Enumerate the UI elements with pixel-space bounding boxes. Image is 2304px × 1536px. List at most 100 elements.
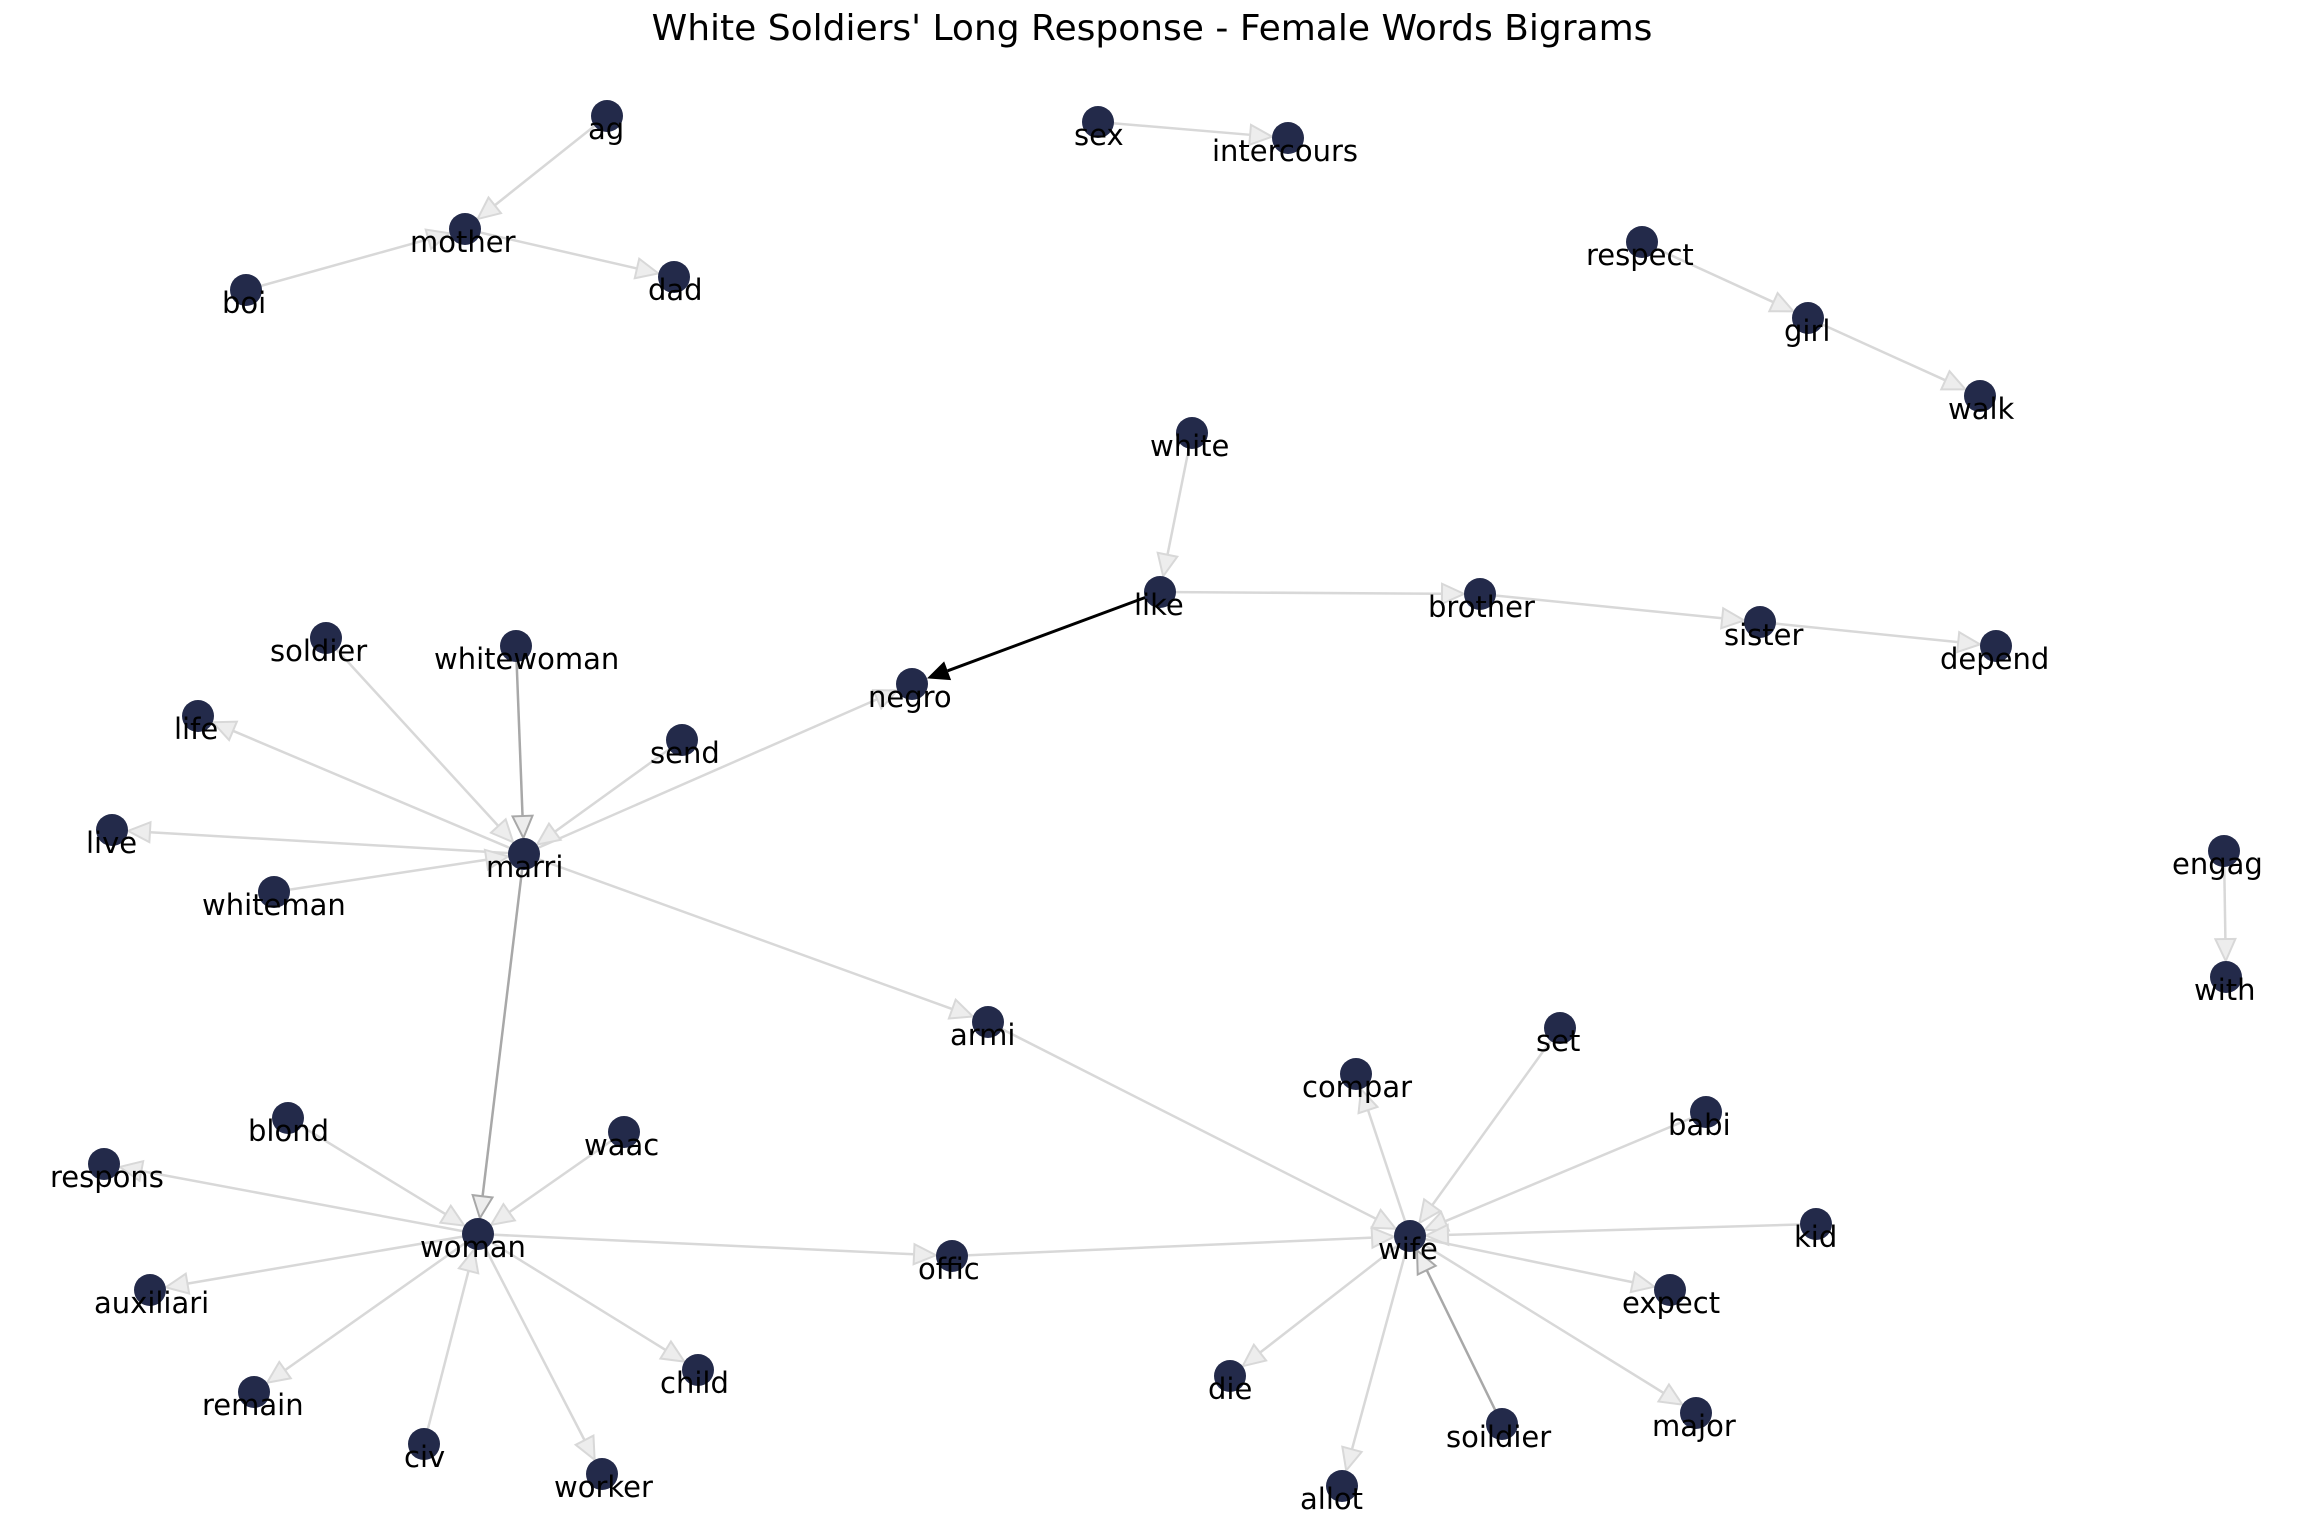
edge-like-brother	[1159, 590, 1443, 596]
node-label-kid: kid	[1794, 1220, 1837, 1254]
arrowhead-soildier-wife	[1415, 1248, 1438, 1277]
node-soldier	[310, 622, 342, 654]
edge-wife-major	[1409, 1234, 1665, 1395]
node-label-babi: babi	[1668, 1108, 1731, 1142]
node-wife	[1394, 1220, 1426, 1252]
node-set	[1544, 1012, 1576, 1044]
edge-babi-wife	[1444, 1110, 1707, 1223]
edge-woman-offic	[477, 1232, 915, 1256]
node-label-with: with	[2194, 973, 2256, 1007]
graph-title: White Soldiers' Long Response - Female W…	[651, 8, 1653, 49]
node-worker	[586, 1458, 618, 1490]
node-soildier	[1486, 1408, 1518, 1440]
node-label-civ: civ	[404, 1440, 445, 1474]
node-label-soldier: soldier	[270, 634, 367, 668]
node-label-sister: sister	[1724, 618, 1803, 652]
node-label-like: like	[1134, 588, 1184, 622]
edge-respect-girl	[1641, 240, 1774, 304]
node-label-dad: dad	[648, 273, 703, 307]
node-brother	[1464, 578, 1496, 610]
node-allot	[1326, 1470, 1358, 1502]
node-mother	[449, 213, 481, 245]
edge-woman-remain	[284, 1232, 479, 1372]
edge-white-like	[1166, 432, 1194, 555]
node-woman	[462, 1218, 494, 1250]
node-label-respect: respect	[1586, 238, 1694, 272]
node-offic	[936, 1240, 968, 1272]
arrowhead-civ-woman	[457, 1247, 480, 1275]
arrowhead-offic-wife	[1370, 1226, 1397, 1250]
arrowhead-marri-woman	[471, 1193, 495, 1221]
node-label-engag: engag	[2172, 847, 2263, 881]
arrowhead-woman-respons	[117, 1159, 145, 1183]
node-send	[666, 724, 698, 756]
node-label-depend: depend	[1940, 642, 2049, 676]
node-whitewoman	[500, 630, 532, 662]
node-label-remain: remain	[202, 1388, 304, 1422]
node-label-offic: offic	[918, 1252, 980, 1286]
edge-marri-life	[232, 729, 525, 856]
arrowhead-set-wife	[1417, 1197, 1443, 1225]
arrowhead-marri-life	[210, 720, 239, 742]
arrowhead-woman-offic	[912, 1242, 939, 1266]
edge-waac-woman	[508, 1130, 625, 1214]
arrowhead-blond-woman	[438, 1203, 467, 1227]
edge-armi-wife	[987, 1020, 1377, 1220]
arrowhead-wife-compar	[1357, 1086, 1380, 1115]
arrowhead-send-marri	[535, 821, 563, 847]
arrowhead-like-brother	[1440, 582, 1467, 606]
edge-woman-child	[477, 1232, 667, 1352]
node-label-live: live	[86, 826, 137, 860]
edge-marri-live	[149, 830, 525, 856]
node-kid	[1800, 1208, 1832, 1240]
edge-marri-woman	[481, 853, 526, 1197]
edge-wife-expect	[1409, 1234, 1634, 1284]
node-white	[1176, 417, 1208, 449]
node-label-compar: compar	[1302, 1070, 1412, 1104]
node-die	[1214, 1360, 1246, 1392]
node-negro	[896, 668, 928, 700]
edge-sex-intercours	[1097, 120, 1251, 137]
node-label-blond: blond	[248, 1114, 329, 1148]
edge-mother-dad	[464, 227, 638, 270]
node-label-child: child	[660, 1366, 729, 1400]
node-compar	[1340, 1058, 1372, 1090]
node-respons	[88, 1148, 120, 1180]
arrowhead-boi-mother	[424, 228, 452, 251]
node-dad	[658, 261, 690, 293]
edge-soldier-marri	[325, 637, 500, 827]
arrowhead-wife-allot	[1341, 1445, 1364, 1473]
arrowhead-sister-depend	[1956, 630, 1983, 654]
edge-soildier-wife	[1425, 1269, 1504, 1425]
node-label-whitewoman: whitewoman	[434, 642, 619, 676]
node-label-armi: armi	[950, 1018, 1016, 1052]
node-marri	[508, 838, 540, 870]
node-label-allot: allot	[1300, 1482, 1363, 1516]
edge-boi-mother	[245, 237, 429, 292]
node-label-mother: mother	[410, 225, 516, 259]
node-boi	[230, 274, 262, 306]
arrowhead-woman-child	[658, 1339, 687, 1363]
arrowhead-marri-armi	[947, 997, 976, 1020]
edge-woman-worker	[476, 1233, 586, 1441]
edge-girl-walk	[1807, 316, 1946, 382]
node-major	[1680, 1397, 1712, 1429]
node-blond	[272, 1102, 304, 1134]
edge-layer	[117, 115, 2237, 1473]
arrowhead-waac-woman	[489, 1202, 517, 1227]
edge-marri-armi	[523, 852, 953, 1011]
node-auxiliari	[134, 1274, 166, 1306]
arrowhead-whitewoman-marri	[510, 814, 535, 841]
node-intercours	[1272, 122, 1304, 154]
edge-whitewoman-marri	[514, 645, 524, 817]
edge-wife-compar	[1366, 1109, 1412, 1237]
node-babi	[1690, 1096, 1722, 1128]
edge-kid-wife	[1447, 1222, 1817, 1237]
edge-ag-mother	[493, 115, 608, 207]
node-walk	[1964, 380, 1996, 412]
node-respect	[1626, 226, 1658, 258]
edge-offic-wife	[951, 1236, 1373, 1258]
edge-marri-negro	[523, 698, 878, 856]
node-label-brother: brother	[1428, 590, 1535, 624]
